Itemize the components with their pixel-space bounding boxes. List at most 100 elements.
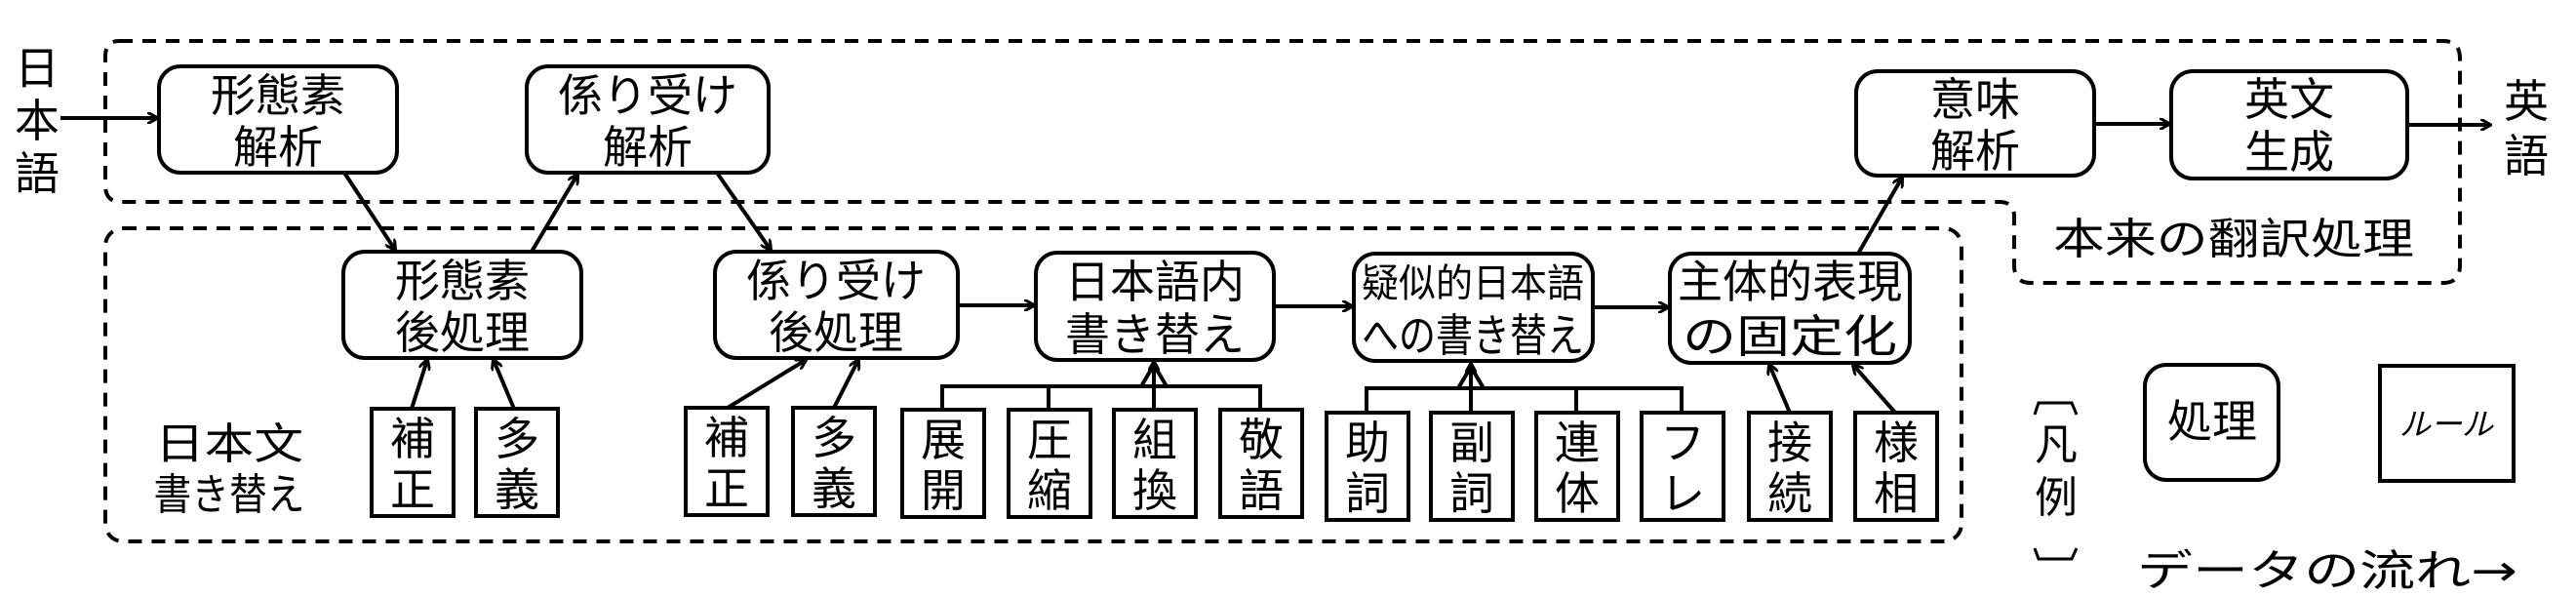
- rule-label-char: 義: [812, 462, 856, 515]
- process-label-line1: 係り受け: [746, 255, 926, 307]
- rule-label-char: 組: [1132, 414, 1177, 466]
- process-label-line1: 係り受け: [558, 69, 737, 122]
- rule-label-char: 縮: [1027, 464, 1072, 517]
- rule-box-ja-rewrite: 展開: [900, 408, 986, 519]
- legend-title-char: 例: [2035, 473, 2078, 523]
- arrow-rule-to-dep-post: [832, 360, 858, 409]
- rule-label-char: 様: [1874, 417, 1919, 469]
- rule-label-char: 展: [921, 414, 966, 466]
- rule-box-border: [1853, 411, 1939, 522]
- japanese-rewriting-caption-line2: 書き替え: [154, 470, 305, 520]
- rule-label-char: 続: [1767, 467, 1812, 520]
- rule-box-border: [900, 408, 986, 519]
- rule-label-char: 語: [1239, 464, 1284, 517]
- legend-rule-swatch: [2378, 364, 2516, 483]
- rule-label-char: 多: [495, 413, 539, 465]
- rule-label-char: 副: [1449, 417, 1494, 469]
- process-label-line1: 疑似的日本語: [1362, 261, 1584, 306]
- process-label-line1: 日本語内: [1065, 256, 1245, 308]
- output-label-english: 英 語: [2504, 75, 2549, 182]
- legend-process-label: 処理: [2167, 395, 2257, 448]
- legend-title-char: 凡: [2035, 420, 2078, 470]
- arrow-dep-analysis-to-dep-post: [715, 171, 771, 250]
- rule-box-border: [1429, 411, 1515, 522]
- legend-bracket-top: [2033, 401, 2079, 416]
- rule-box-border: [1534, 411, 1620, 522]
- rule-box-border: [370, 407, 456, 518]
- rule-label-char: レ: [1660, 467, 1705, 520]
- input-label-char: 語: [15, 147, 59, 200]
- process-label-line2: 解析: [233, 121, 323, 174]
- process-semantic-analysis: 意味 解析: [1854, 69, 2096, 178]
- arrow-morph-analysis-to-morph-post: [342, 171, 395, 250]
- rule-label-char: フ: [1660, 417, 1705, 469]
- rule-box-ja-rewrite: 圧縮: [1007, 408, 1092, 519]
- rule-box-morph-post: 多義: [474, 407, 560, 518]
- input-label-char: 日: [15, 42, 59, 95]
- rule-label-char: 連: [1555, 417, 1600, 469]
- process-subjective-expression-fixing: 主体的表現 の固定化: [1668, 252, 1912, 365]
- process-label-line2: 書き替え: [1065, 308, 1245, 361]
- input-label-japanese: 日 本 語: [15, 42, 59, 200]
- legend-flow-label: データの流れ→: [2137, 546, 2517, 596]
- process-dependency-analysis: 係り受け 解析: [525, 64, 771, 175]
- original-translation-group-border: [103, 39, 2462, 285]
- rule-box-morph-post: 補正: [370, 407, 456, 518]
- process-label-line1: 英文: [2244, 73, 2334, 126]
- rule-label-char: 開: [921, 464, 966, 517]
- process-label-line2: 後処理: [395, 306, 530, 359]
- rule-label-char: 換: [1132, 464, 1177, 517]
- rule-box-dep-post: 補正: [684, 406, 770, 517]
- rule-box-border: [474, 407, 560, 518]
- rule-label-char: 相: [1874, 467, 1919, 520]
- process-morph-postprocess: 形態素 後処理: [341, 250, 583, 360]
- arrow-rule-to-subjective-fix: [1769, 365, 1792, 414]
- rule-label-char: 補: [390, 413, 435, 465]
- process-label-line2: 解析: [1930, 125, 2020, 178]
- rule-box-pseudo-ja: フレ: [1640, 411, 1725, 522]
- process-label-line1: 形態素: [211, 69, 345, 122]
- rule-box-ja-rewrite: 組換: [1112, 408, 1198, 519]
- arrow-subjective-fix-to-semantic-analysis: [1856, 178, 1902, 255]
- legend-rule-label: ルール: [2399, 406, 2494, 443]
- rule-box-border: [1325, 411, 1410, 522]
- rule-label-char: 助: [1345, 417, 1390, 469]
- original-translation-caption: 本来の翻訳処理: [2053, 215, 2414, 264]
- process-label-line1: 意味: [1930, 73, 2020, 126]
- input-label-char: 本: [15, 95, 59, 147]
- data-flow-arrows: [60, 118, 2490, 415]
- process-label-line2: への書き替え: [1362, 309, 1584, 362]
- process-dependency-postprocess: 係り受け 後処理: [713, 250, 960, 360]
- rule-label-char: 正: [390, 463, 435, 516]
- arrow-rule-to-dep-post: [726, 360, 806, 410]
- rule-box-subjective-fix: 接続: [1747, 411, 1833, 522]
- rule-label-char: 多: [812, 412, 856, 464]
- process-japanese-internal-rewrite: 日本語内 書き替え: [1034, 251, 1276, 362]
- process-label-line2: 後処理: [769, 306, 903, 359]
- process-label-line2: の固定化: [1683, 310, 1897, 363]
- rule-label-char: 補: [704, 412, 749, 464]
- rule-label-char: 詞: [1449, 467, 1494, 520]
- process-label-line2: 生成: [2244, 126, 2334, 179]
- rule-label-char: 義: [495, 463, 539, 516]
- rule-box-ja-rewrite: 敬語: [1218, 408, 1304, 519]
- rule-box-border: [1007, 408, 1092, 519]
- arrow-morph-post-to-dep-analysis: [530, 175, 577, 254]
- process-label-line1: 形態素: [395, 255, 530, 307]
- rule-box-subjective-fix: 様相: [1853, 411, 1939, 522]
- japanese-rewriting-caption-line1: 日本文: [155, 419, 303, 469]
- rule-box-pseudo-ja: 副詞: [1429, 411, 1515, 522]
- arrow-rule-to-morph-post: [494, 360, 516, 410]
- rule-bus-ja-rewrite: [940, 362, 1262, 410]
- rule-label-char: 体: [1555, 467, 1600, 520]
- process-morph-analysis: 形態素 解析: [157, 64, 399, 175]
- rule-label-char: 詞: [1345, 467, 1390, 520]
- rule-box-pseudo-ja: 助詞: [1325, 411, 1410, 522]
- output-label-char: 語: [2504, 130, 2549, 182]
- rule-label-char: 接: [1767, 417, 1812, 469]
- legend: 凡 例 処理 ルール データの流れ→: [2033, 363, 2517, 596]
- process-label-line1: 主体的表現: [1678, 256, 1902, 308]
- rule-box-border: [1218, 408, 1304, 519]
